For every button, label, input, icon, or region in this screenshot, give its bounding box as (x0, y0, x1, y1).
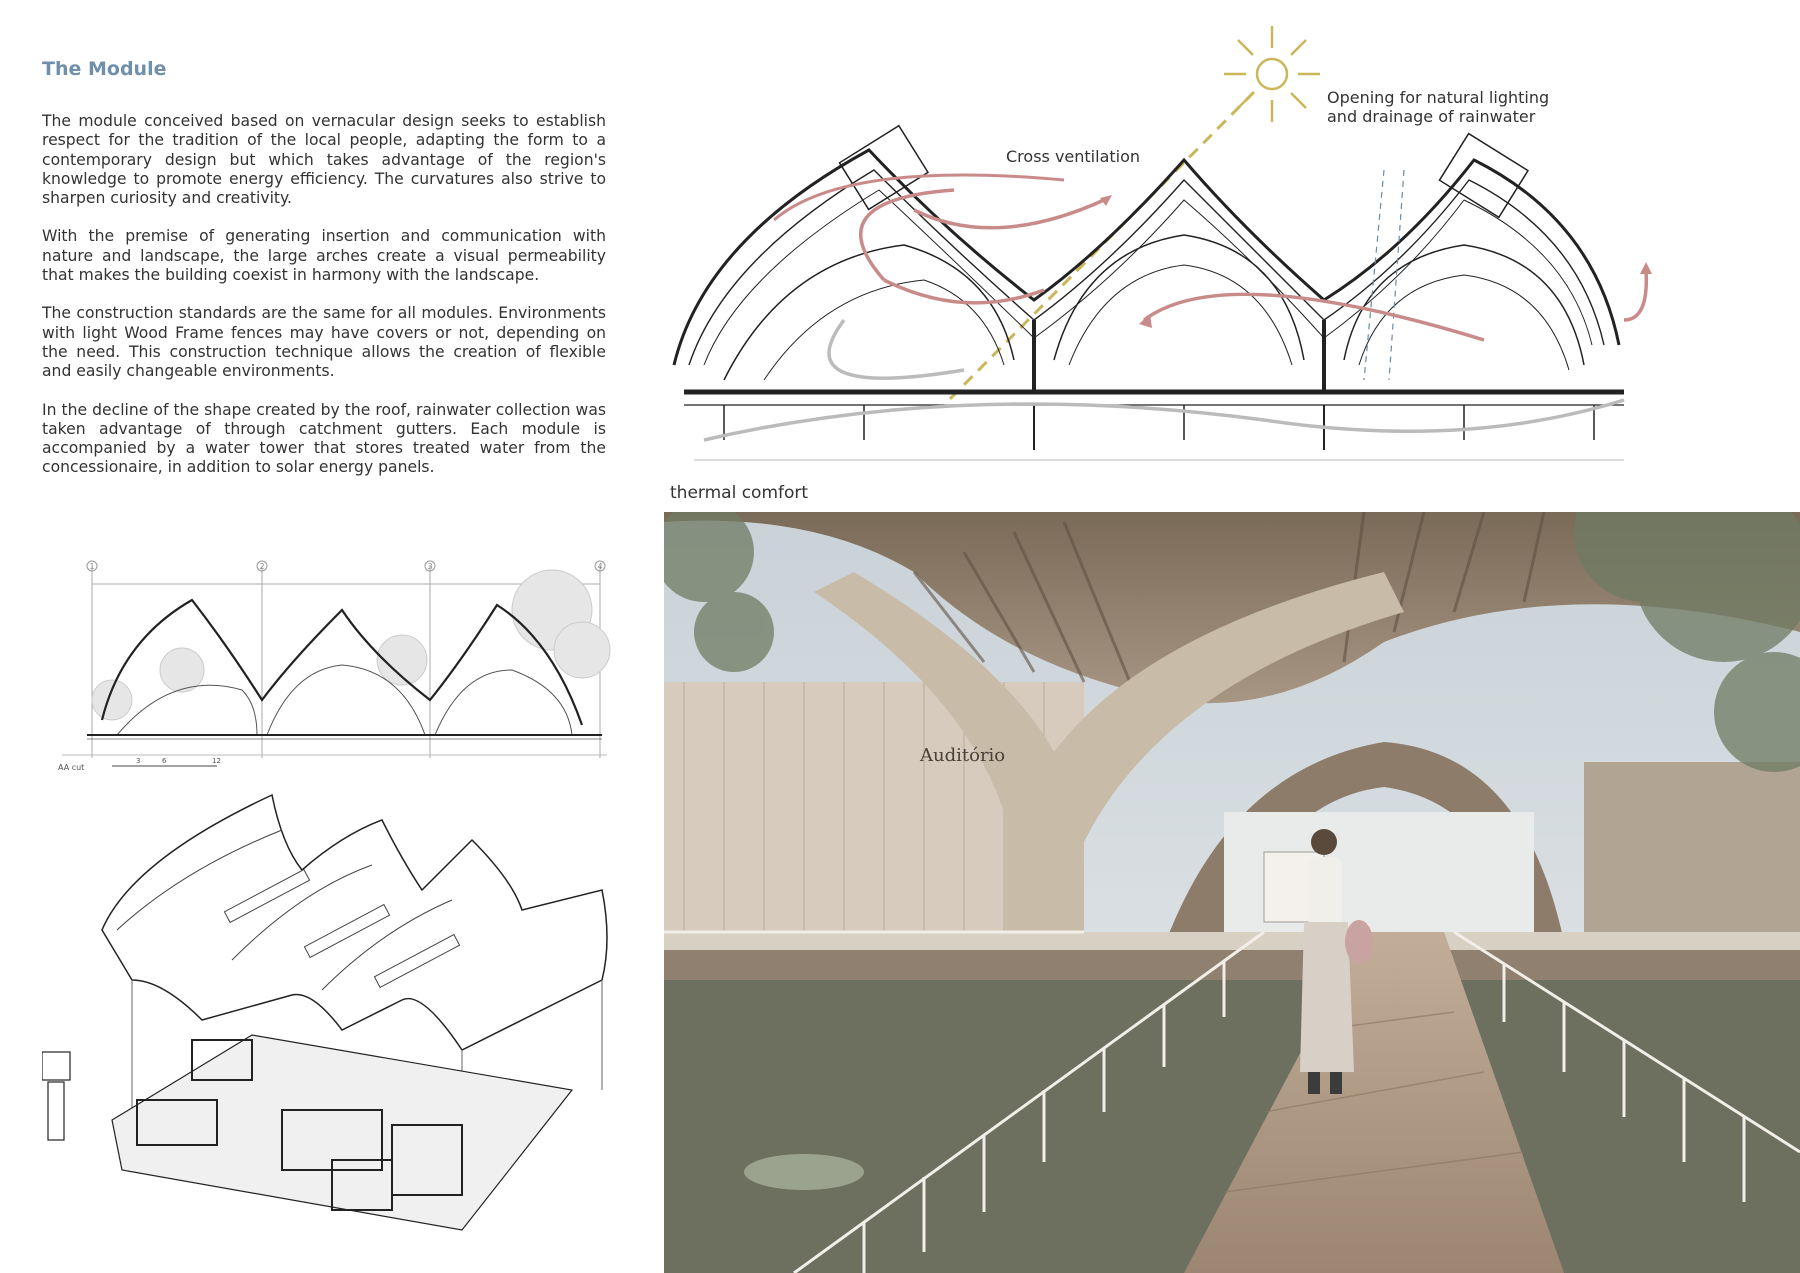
scale-tick-6: 6 (162, 757, 167, 765)
water-tower-icon (42, 1051, 71, 1141)
scale-tick-3: 3 (136, 757, 140, 765)
drain-lines (1363, 169, 1405, 381)
auditorium-render: Auditório (664, 512, 1800, 1273)
roof-structure (672, 124, 1624, 461)
environmental-section-diagram (672, 26, 1652, 461)
opening-label-line-1: Opening for natural lighting (1327, 88, 1550, 107)
grid-marker-3: 3 (427, 562, 432, 571)
tree-foliage (664, 512, 1800, 772)
grid-marker-4: 4 (597, 562, 602, 571)
paragraph-construction: The construction standards are the same … (42, 304, 606, 381)
grid-marker-2: 2 (259, 562, 264, 571)
thermal-comfort-label: thermal comfort (670, 483, 809, 503)
board-title: The Module (42, 58, 167, 80)
cross-ventilation-label: Cross ventilation (1006, 147, 1141, 166)
auditorium-sign: Auditório (920, 745, 1006, 766)
grid-markers: 1 2 3 4 (86, 560, 606, 572)
paragraph-rainwater: In the decline of the shape created by t… (42, 400, 606, 477)
paragraph-landscape: With the premise of generating insertion… (42, 227, 606, 285)
paragraph-vernacular: The module conceived based on vernacular… (42, 112, 606, 208)
description-text: The module conceived based on vernacular… (42, 112, 606, 497)
airflow-arrows (703, 173, 1652, 442)
opening-label-line-2: and drainage of rainwater (1327, 107, 1536, 126)
aa-cut-section-drawing: 1 2 3 4 3 6 12 (62, 560, 611, 767)
axonometric-exploded-drawing (42, 793, 608, 1231)
tree-silhouettes (91, 569, 611, 721)
scale-tick-12: 12 (212, 757, 221, 765)
grid-marker-1: 1 (89, 562, 94, 571)
aa-cut-label: AA cut (58, 763, 85, 772)
section-roof (100, 598, 584, 726)
scale-bar: 3 6 12 (112, 757, 221, 767)
person-figure (1300, 829, 1373, 1094)
